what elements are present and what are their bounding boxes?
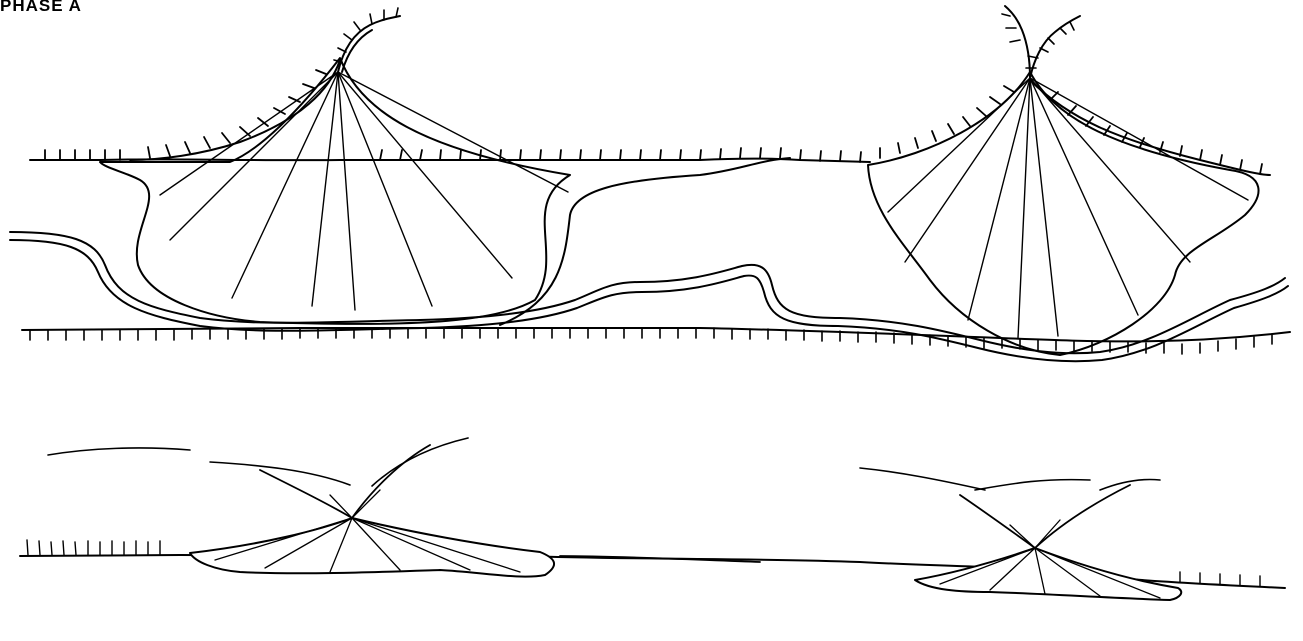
perspective-view xyxy=(5,438,1295,641)
feeder-ticks-right xyxy=(1002,14,1074,68)
fan-right-perspective xyxy=(915,548,1181,600)
ridge-lines xyxy=(48,438,1160,490)
feeder-channel-left xyxy=(338,16,400,72)
plan-view xyxy=(10,6,1290,361)
feeder-channel-right xyxy=(1005,6,1080,78)
fan-right-plan xyxy=(868,72,1259,355)
